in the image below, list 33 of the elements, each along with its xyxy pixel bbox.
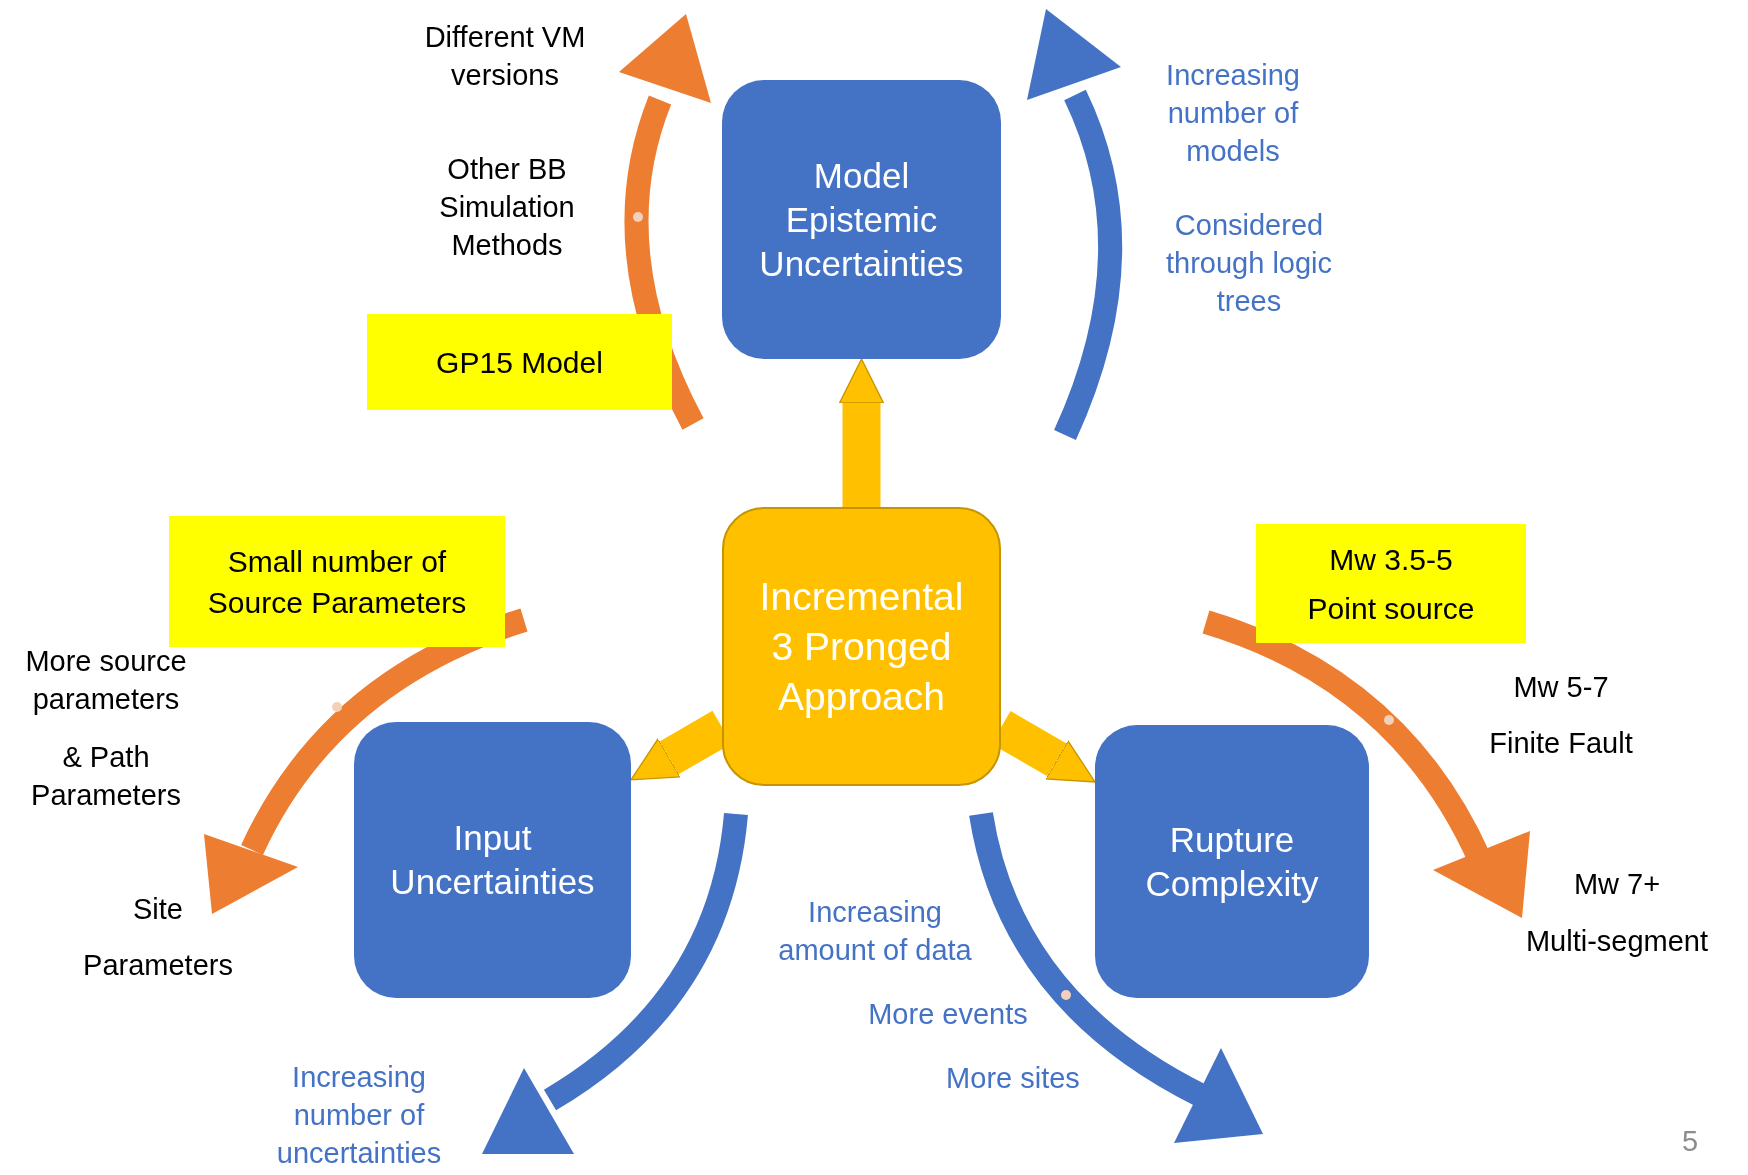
annotation-text: More source parameters (24, 644, 188, 717)
box-text: Rupture Complexity (1144, 818, 1320, 905)
box-text: Mw 3.5-5 (1329, 541, 1453, 578)
box-text: Model Epistemic Uncertainties (758, 154, 965, 285)
annotation-text: Site (132, 892, 184, 927)
annotation-text: 5 (1680, 1124, 1700, 1159)
box-text: Input Uncertainties (389, 817, 596, 903)
annotation-text: Other BB Simulation Methods (438, 152, 576, 263)
rounded-box (1095, 725, 1369, 998)
box-text: GP15 Model (436, 344, 603, 381)
box-text: Small number of Source Parameters (206, 543, 468, 621)
rounded-box (354, 722, 631, 998)
annotation-text: Increasing number of uncertainties (275, 1060, 443, 1171)
rounded-box (722, 80, 1001, 359)
annotation-text: Multi-segment (1524, 924, 1710, 959)
box-text: Incremental 3 Pronged Approach (758, 573, 965, 720)
annotation-text: Mw 7+ (1572, 867, 1662, 902)
center-box (722, 507, 1001, 786)
annotation-text: Increasing number of models (1165, 58, 1301, 169)
annotation-text: Parameters (82, 948, 234, 983)
annotation-text: Mw 5-7 (1512, 670, 1610, 705)
annotation-text: Considered through logic trees (1164, 208, 1334, 319)
box-text: Point source (1307, 590, 1475, 627)
annotation-text: & Path Parameters (30, 740, 182, 813)
annotation-text: More sites (945, 1061, 1081, 1096)
highlight-box (169, 516, 505, 647)
annotation-text: Increasing amount of data (777, 895, 973, 968)
highlight-box (1256, 524, 1526, 643)
annotation-text: Finite Fault (1488, 726, 1634, 761)
highlight-box (367, 314, 672, 410)
annotation-text: Different VM versions (423, 20, 587, 93)
annotation-text: More events (867, 997, 1029, 1032)
block-arrow (838, 358, 885, 507)
